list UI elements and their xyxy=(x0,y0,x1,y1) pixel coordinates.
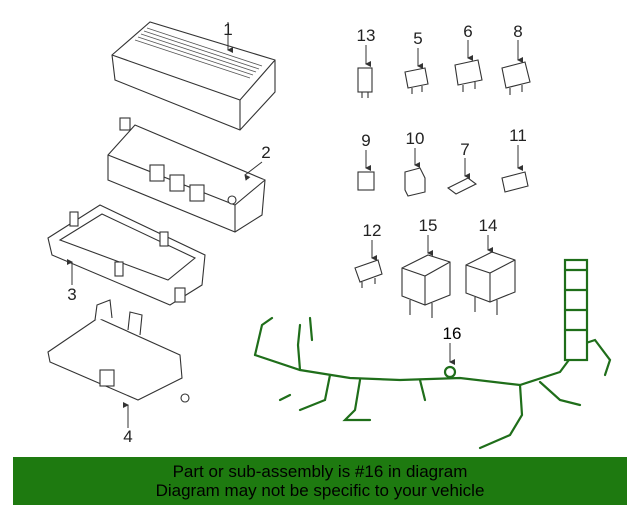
relay-10 xyxy=(404,167,426,197)
mounting-bracket xyxy=(47,299,190,403)
fuse-box-cover xyxy=(111,21,276,131)
info-banner: Part or sub-assembly is #16 in diagram D… xyxy=(13,457,627,505)
callout-11: 11 xyxy=(509,126,527,145)
fuse-12 xyxy=(354,259,383,288)
callout-13: 13 xyxy=(357,26,376,45)
callout-6: 6 xyxy=(463,22,472,41)
callout-3: 3 xyxy=(67,285,76,304)
banner-line-1: Part or sub-assembly is #16 in diagram xyxy=(172,462,468,481)
fuse-6 xyxy=(454,59,483,92)
fuse-7 xyxy=(446,177,478,195)
callout-10: 10 xyxy=(406,129,425,148)
wiring-harness xyxy=(253,258,612,450)
banner-line-2: Diagram may not be specific to your vehi… xyxy=(155,481,485,500)
callout-15: 15 xyxy=(419,216,438,235)
callout-9: 9 xyxy=(361,131,370,150)
callout-14: 14 xyxy=(479,216,498,235)
callout-5: 5 xyxy=(413,29,422,48)
fuse-11 xyxy=(501,171,529,193)
callout-1: 1 xyxy=(223,20,232,39)
fuse-8 xyxy=(501,61,531,95)
fuse-9 xyxy=(357,171,375,191)
callout-8: 8 xyxy=(513,22,522,41)
lower-housing-tray xyxy=(47,204,206,306)
callout-2: 2 xyxy=(261,143,270,162)
callout-7: 7 xyxy=(460,140,469,159)
callout-4: 4 xyxy=(123,427,132,446)
fuse-13 xyxy=(357,67,373,98)
parts-diagram: 1 2 3 4 5 6 7 8 9 10 11 12 13 14 15 16 xyxy=(47,20,612,450)
relay-14 xyxy=(465,251,516,315)
fuse-box-body xyxy=(107,117,266,233)
callout-16: 16 xyxy=(443,324,462,343)
fuse-5 xyxy=(404,67,429,94)
callout-12: 12 xyxy=(363,221,382,240)
relay-15 xyxy=(401,254,451,318)
